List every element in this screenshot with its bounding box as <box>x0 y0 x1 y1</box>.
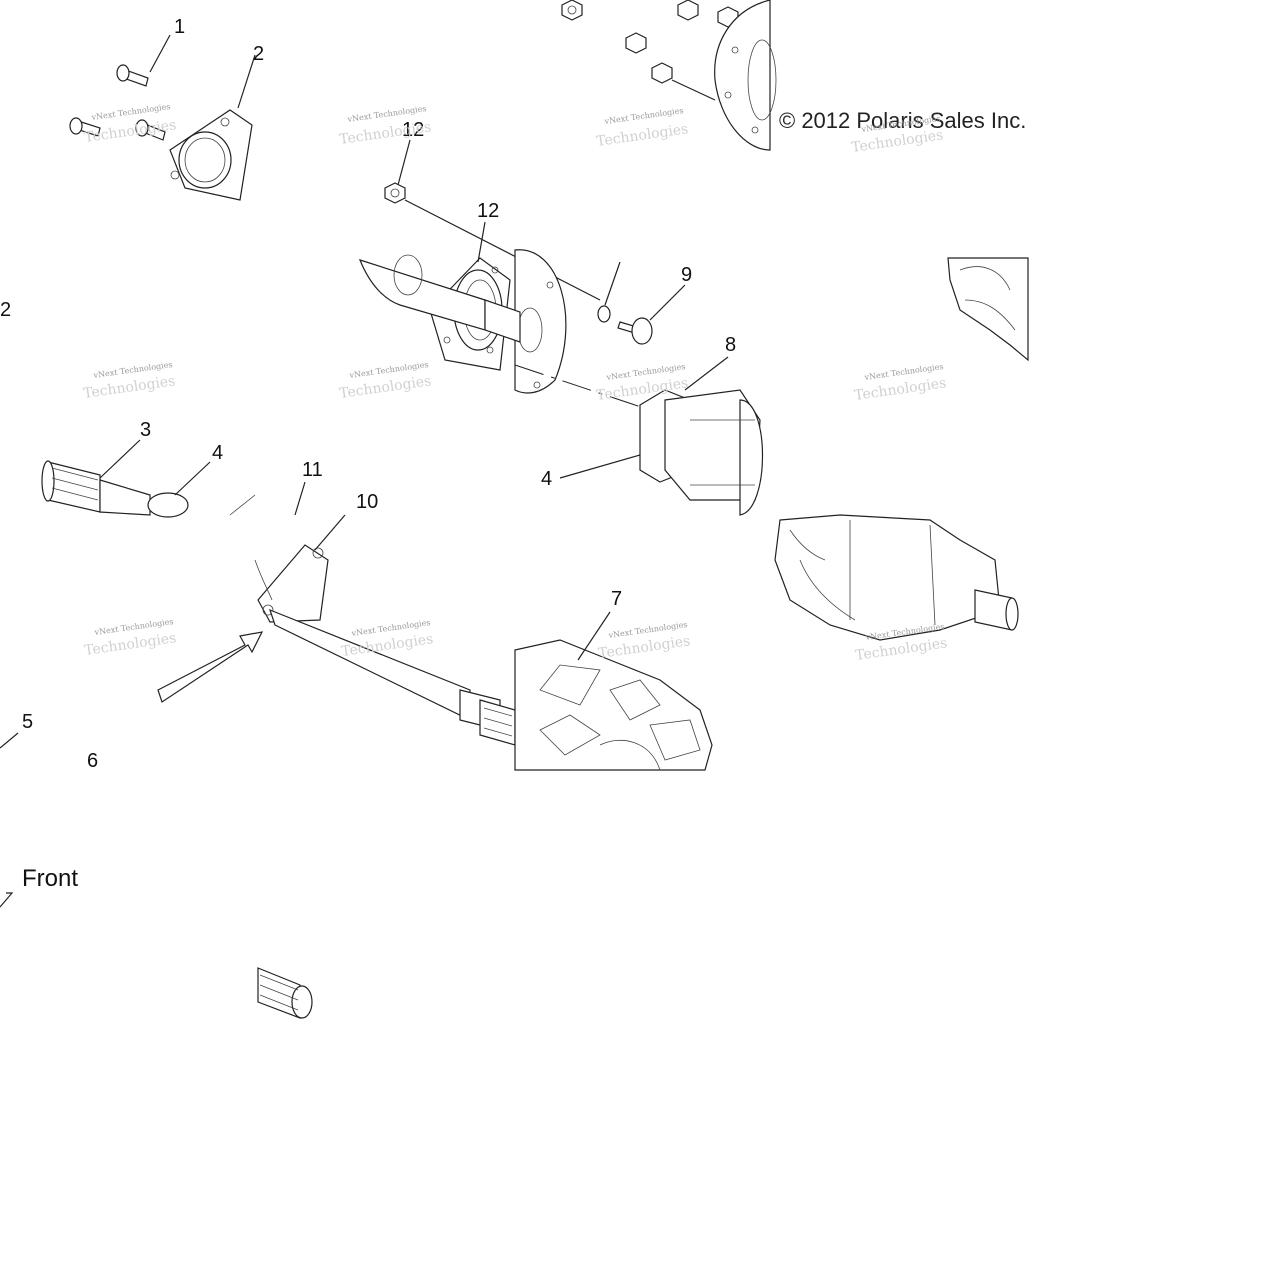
copyright-notice: © 2012 Polaris Sales Inc. <box>779 108 1026 133</box>
washer-part <box>597 305 611 323</box>
axle-shaft-part <box>257 544 516 746</box>
watermark: vNext Technologies Technologies <box>82 360 176 402</box>
watermark: vNext Technologies Technologies <box>595 106 689 150</box>
svg-text:Technologies: Technologies <box>338 119 432 148</box>
nut-part <box>384 182 406 204</box>
callout-8: 8 <box>725 334 736 356</box>
housing-fragment-part <box>947 257 1029 362</box>
callout-4: 4 <box>541 468 552 490</box>
callout-3: 3 <box>140 419 151 441</box>
splined-shaft-part <box>41 460 189 518</box>
svg-text:Technologies: Technologies <box>595 121 689 150</box>
bolt-part <box>116 64 149 87</box>
callout-2: 2 <box>0 299 11 321</box>
gearbox-housing-part <box>639 389 764 516</box>
callout-2: 2 <box>253 43 264 65</box>
callout-7: 7 <box>611 588 622 610</box>
output-housing-part <box>774 514 1019 641</box>
brake-disk-part <box>514 249 567 394</box>
watermark: vNext Technologies Technologies <box>853 362 947 404</box>
nut-part <box>625 32 647 54</box>
nut-part <box>651 62 716 101</box>
drive-gear-part <box>514 639 713 771</box>
splined-end-part <box>257 967 313 1019</box>
callout-11: 11 <box>302 459 323 481</box>
watermark: vNext Technologies Technologies <box>83 617 177 659</box>
callout-12: 12 <box>477 200 499 222</box>
pin-part <box>617 317 653 345</box>
flange-plate-part <box>169 109 253 201</box>
callout-9: 9 <box>681 264 692 286</box>
hub-disk-part <box>714 0 777 151</box>
front-direction-arrow <box>157 631 264 703</box>
callout-6: 6 <box>87 750 98 772</box>
watermark: vNext Technologies Technologies <box>338 360 432 402</box>
nut-part <box>677 0 699 21</box>
callout-4: 4 <box>212 442 223 464</box>
callout-10: 10 <box>356 491 378 513</box>
nut-part <box>561 0 583 21</box>
watermark: vNext Technologies Technologies <box>338 104 432 148</box>
watermark: vNext Technologies Technologies <box>340 618 434 660</box>
watermark: vNext Technologies Technologies <box>597 620 691 662</box>
callout-12: 12 <box>402 119 424 141</box>
callout-5: 5 <box>22 711 33 733</box>
bolt-part <box>69 117 101 137</box>
svg-text:Technologies: Technologies <box>83 117 177 146</box>
bolt-part <box>135 119 166 141</box>
callout-1: 1 <box>174 16 185 38</box>
front-label: Front <box>22 865 78 892</box>
